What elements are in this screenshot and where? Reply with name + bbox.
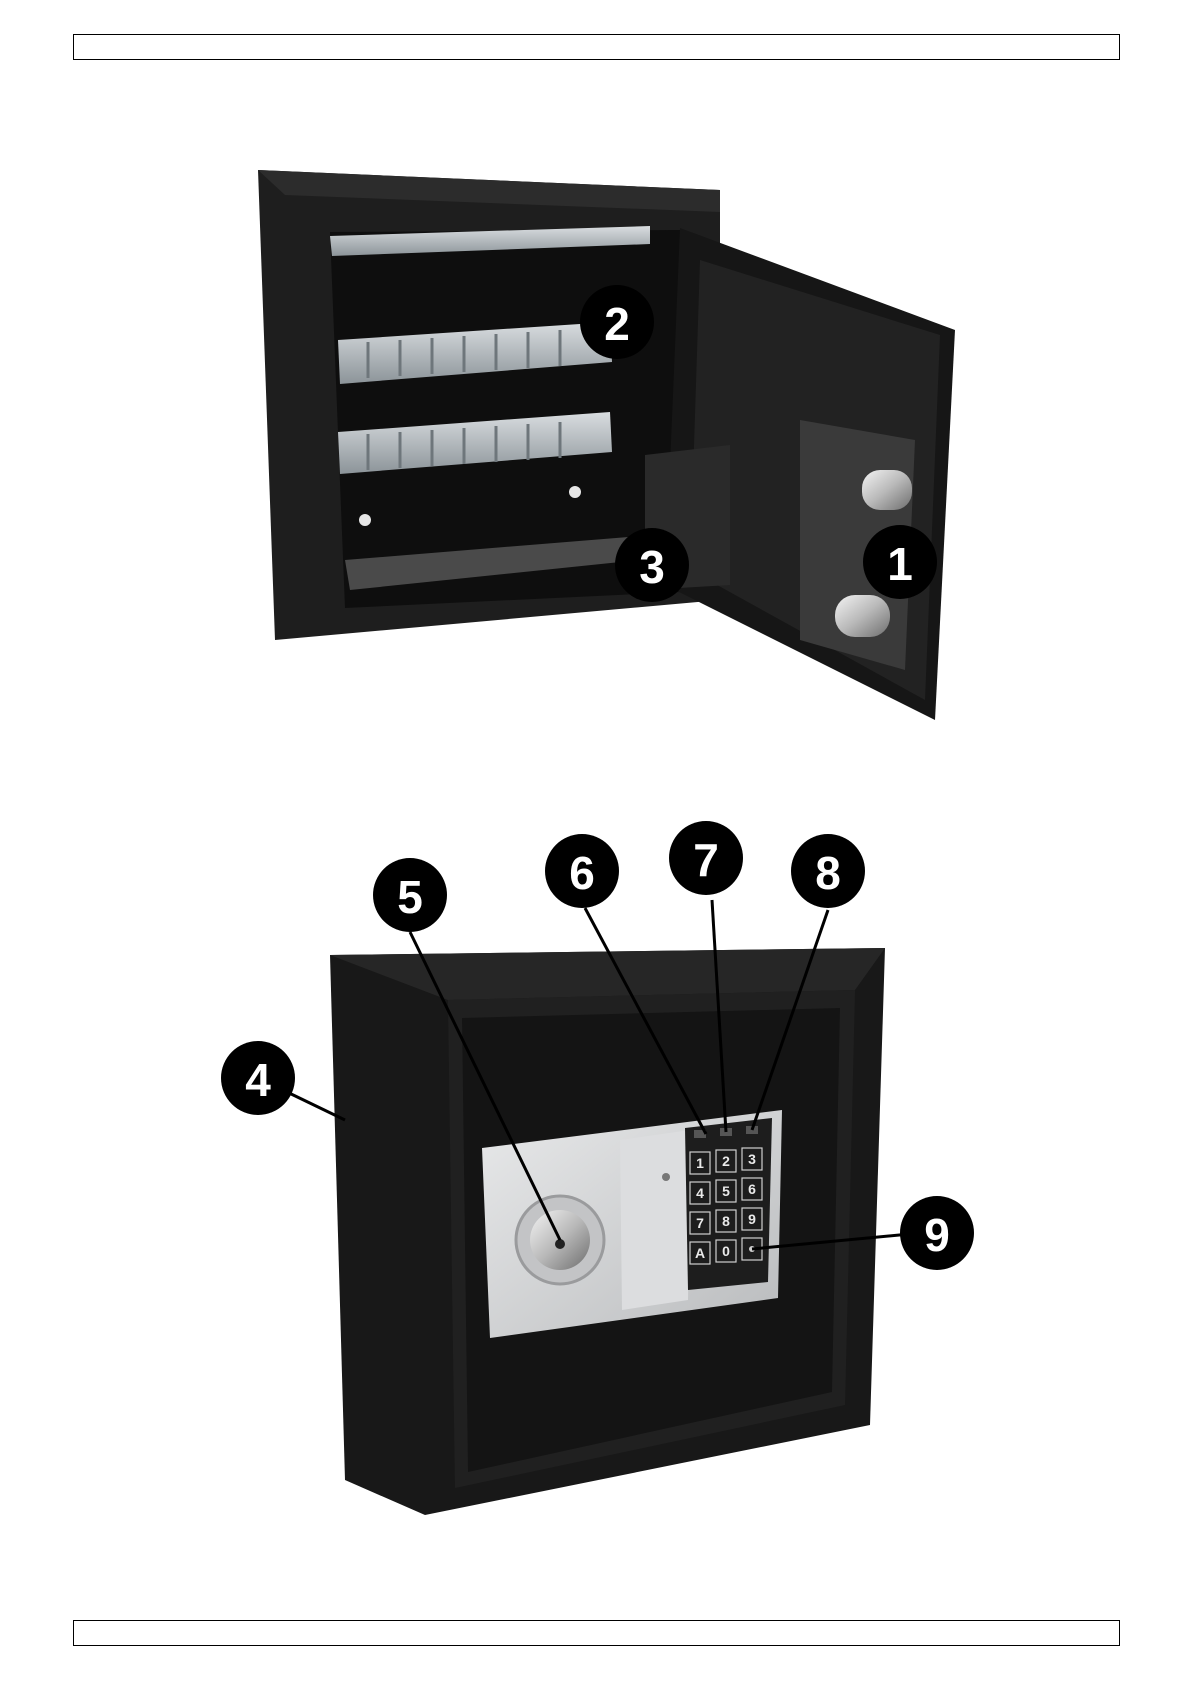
mounting-hole bbox=[569, 486, 581, 498]
key-6: 6 bbox=[748, 1181, 756, 1197]
open-door bbox=[645, 228, 955, 720]
key-5: 5 bbox=[722, 1183, 730, 1199]
callout-4: 4 bbox=[221, 1041, 295, 1115]
callout-2: 2 bbox=[580, 285, 654, 359]
key-1: 1 bbox=[696, 1155, 704, 1171]
svg-text:7: 7 bbox=[693, 834, 719, 886]
mounting-hole bbox=[359, 514, 371, 526]
keypad: 1 2 3 4 5 6 7 8 9 A 0 bbox=[685, 1118, 772, 1290]
key-7: 7 bbox=[696, 1215, 704, 1231]
key-3: 3 bbox=[748, 1151, 756, 1167]
key-9: 9 bbox=[748, 1211, 756, 1227]
key-a: A bbox=[695, 1245, 705, 1261]
svg-text:5: 5 bbox=[397, 871, 423, 923]
callout-6: 6 bbox=[545, 834, 619, 908]
svg-text:8: 8 bbox=[815, 847, 841, 899]
callout-1: 1 bbox=[863, 525, 937, 599]
svg-text:4: 4 bbox=[245, 1054, 271, 1106]
callout-5: 5 bbox=[373, 858, 447, 932]
callout-3: 3 bbox=[615, 528, 689, 602]
key-8: 8 bbox=[722, 1213, 730, 1229]
callout-9: 9 bbox=[900, 1196, 974, 1270]
svg-text:6: 6 bbox=[569, 847, 595, 899]
closed-safe-image: 1 2 3 4 5 6 7 8 9 A 0 bbox=[330, 948, 885, 1515]
svg-text:1: 1 bbox=[887, 538, 913, 590]
callout-7: 7 bbox=[669, 821, 743, 895]
key-2: 2 bbox=[722, 1153, 730, 1169]
callout-8: 8 bbox=[791, 834, 865, 908]
open-safe-image bbox=[258, 170, 955, 720]
svg-text:2: 2 bbox=[604, 298, 630, 350]
key-0: 0 bbox=[722, 1243, 730, 1259]
key-4: 4 bbox=[696, 1185, 704, 1201]
svg-text:9: 9 bbox=[924, 1209, 950, 1261]
indicator-hole bbox=[662, 1173, 670, 1181]
svg-text:3: 3 bbox=[639, 541, 665, 593]
